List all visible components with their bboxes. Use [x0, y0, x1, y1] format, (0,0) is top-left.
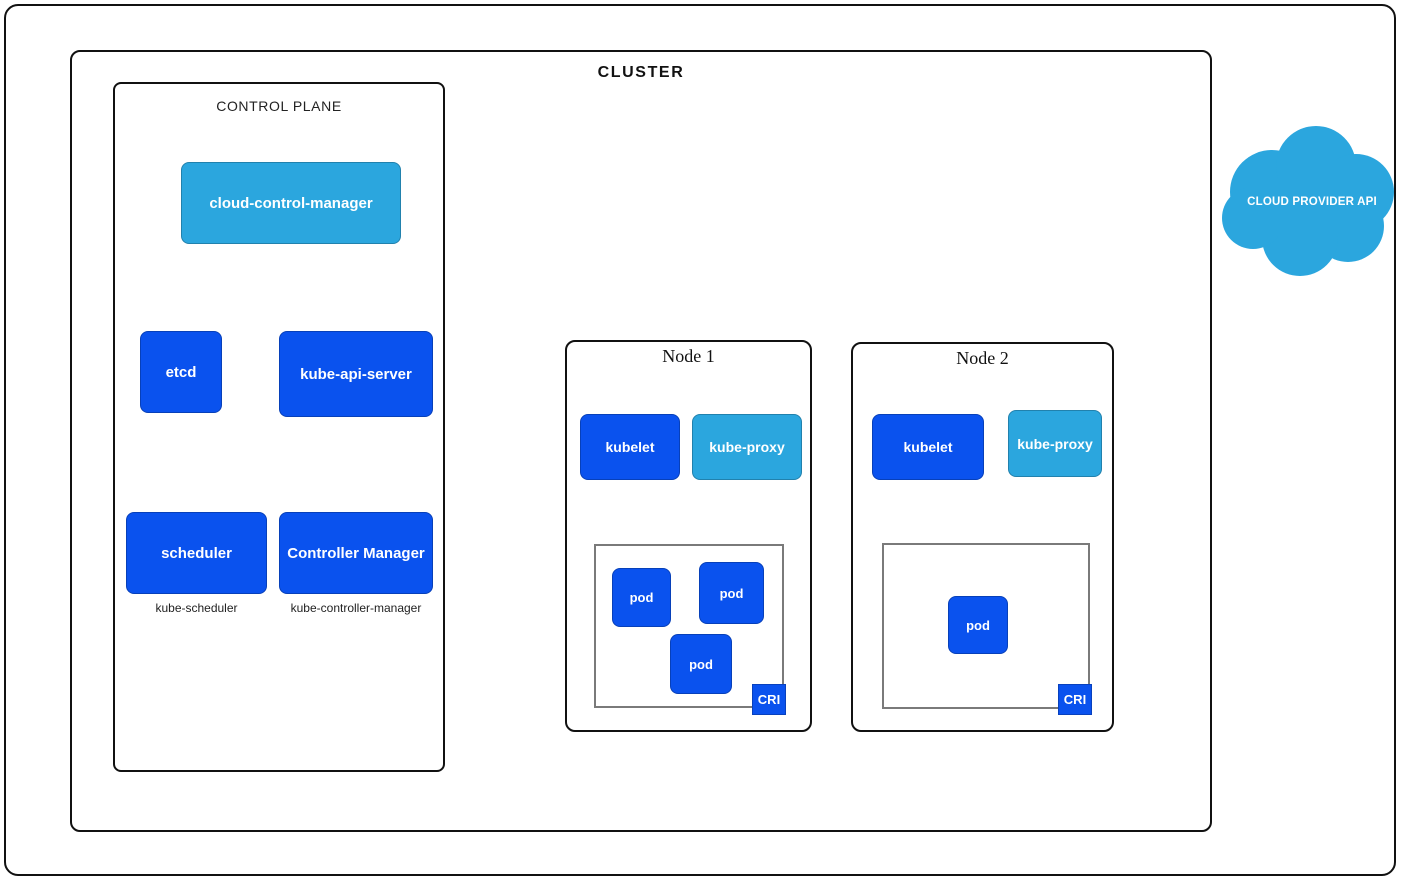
outer-frame: [4, 4, 1396, 876]
node-1-pod-3[interactable]: pod: [670, 634, 732, 694]
node-2-kube-proxy[interactable]: kube-proxy: [1008, 410, 1102, 477]
node-2-kubelet[interactable]: kubelet: [872, 414, 984, 480]
node-1-pod-1[interactable]: pod: [612, 568, 671, 627]
component-scheduler[interactable]: scheduler: [126, 512, 267, 594]
scheduler-caption: kube-scheduler: [155, 601, 238, 615]
node-1-cri-badge: CRI: [752, 684, 786, 715]
component-etcd[interactable]: etcd: [140, 331, 222, 413]
node-1-pod-2[interactable]: pod: [699, 562, 764, 624]
control-plane-title: CONTROL PLANE: [216, 98, 342, 114]
node-2-pod-1[interactable]: pod: [948, 596, 1008, 654]
cluster-title: CLUSTER: [597, 64, 685, 81]
node-2-title: Node 2: [956, 348, 1009, 368]
cloud-provider-api-label: CLOUD PROVIDER API: [1247, 196, 1377, 208]
component-kube-api-server[interactable]: kube-api-server: [279, 331, 433, 417]
node-1-title: Node 1: [662, 346, 715, 366]
component-cloud-control-manager[interactable]: cloud-control-manager: [181, 162, 401, 244]
controller-manager-caption: kube-controller-manager: [290, 601, 422, 615]
component-controller-manager[interactable]: Controller Manager: [279, 512, 433, 594]
node-1-kube-proxy[interactable]: kube-proxy: [692, 414, 802, 480]
node-2-cri-badge: CRI: [1058, 684, 1092, 715]
node-1-kubelet[interactable]: kubelet: [580, 414, 680, 480]
